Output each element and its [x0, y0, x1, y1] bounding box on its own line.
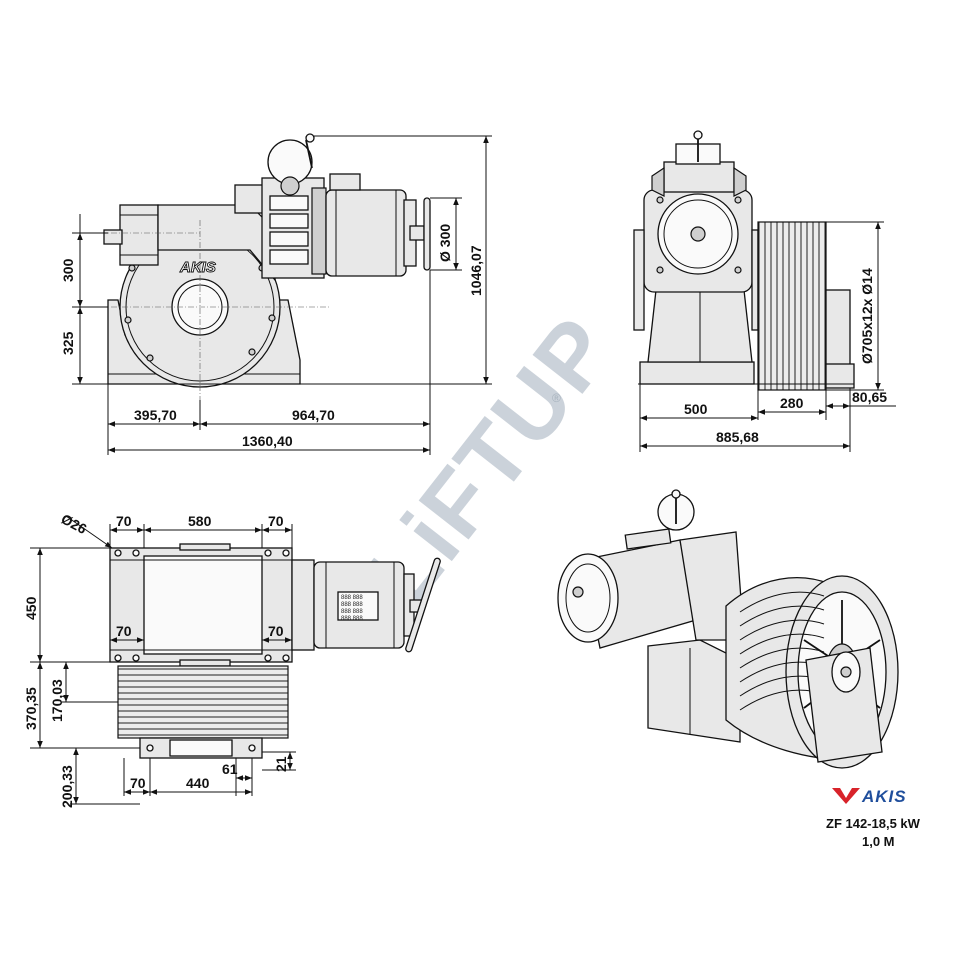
dim-sheave-diameter: Ø705x12x Ø14 [859, 268, 875, 364]
motor-logo: AKIS [179, 259, 216, 276]
dim-325: 325 [60, 331, 76, 355]
plate-line-4: 888 888 [341, 616, 363, 622]
dim-440: 440 [186, 775, 210, 791]
model-line-1: ZF 142-18,5 kW [826, 816, 921, 831]
top-dimensions: Ø26 70 580 70 70 70 450 3 [23, 511, 296, 808]
dim-500: 500 [684, 401, 708, 417]
dim-top-580: 580 [188, 513, 212, 529]
front-dimensions: 300 325 Ø 300 1046,07 395,70 964,70 1360… [60, 135, 492, 455]
coupling-blocks [269, 195, 309, 265]
side-view: Ø705x12x Ø14 500 280 80,65 885,68 [633, 130, 896, 452]
dim-300-left: 300 [60, 258, 76, 282]
dim-964-70: 964,70 [292, 407, 335, 423]
isometric-view [557, 489, 899, 769]
dim-395-70: 395,70 [134, 407, 177, 423]
dim-885-68: 885,68 [716, 429, 759, 445]
top-view: 888 888 888 888 888 888 888 888 Ø26 70 [23, 511, 441, 808]
dim-top-70-left: 70 [116, 513, 132, 529]
model-line-2: 1,0 M [862, 834, 895, 849]
dim-mid-70-right: 70 [268, 623, 284, 639]
dim-280: 280 [780, 395, 804, 411]
dim-bottom-70: 70 [130, 775, 146, 791]
dim-61: 61 [222, 761, 238, 777]
dim-370-35: 370,35 [23, 687, 39, 730]
motor-nameplate: 888 888 888 888 888 888 888 888 [337, 591, 379, 622]
dim-80-65: 80,65 [852, 389, 887, 405]
dim-200-33: 200,33 [59, 765, 75, 808]
brand-logo-text: AKIS [861, 787, 907, 806]
plate-line-3: 888 888 [341, 609, 363, 615]
dim-450: 450 [23, 596, 39, 620]
plate-line-2: 888 888 [341, 602, 363, 608]
front-view: AKIS [60, 133, 492, 455]
plate-line-1: 888 888 [341, 595, 363, 601]
dim-170-03: 170,03 [49, 679, 65, 722]
dim-21: 21 [273, 756, 289, 772]
dim-handwheel-diameter: Ø 300 [437, 224, 453, 262]
dim-1360-40: 1360,40 [242, 433, 293, 449]
brand-block: AKIS ZF 142-18,5 kW 1,0 M [826, 787, 921, 849]
watermark-registered: ® [552, 391, 561, 405]
akis-logo-mark [832, 788, 860, 804]
dim-total-height: 1046,07 [468, 245, 484, 296]
dim-hole-diameter: Ø26 [59, 511, 90, 538]
side-dimensions: Ø705x12x Ø14 500 280 80,65 885,68 [639, 221, 896, 452]
dim-mid-70-left: 70 [116, 623, 132, 639]
plate-holes [114, 549, 290, 662]
dim-top-70-right: 70 [268, 513, 284, 529]
